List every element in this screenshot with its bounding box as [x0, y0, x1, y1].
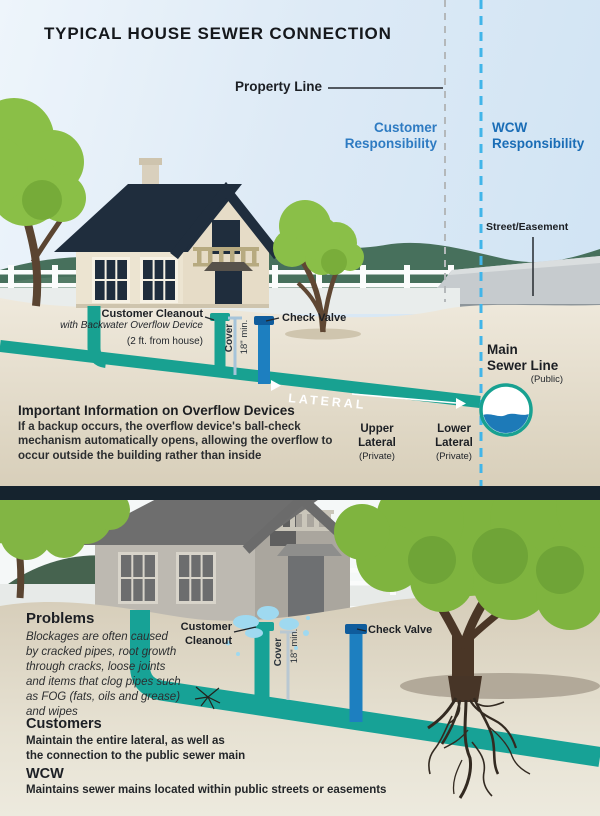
house-top [54, 158, 282, 308]
cover-label: Cover [224, 323, 235, 353]
main-sewer-pipe [479, 383, 533, 437]
problems-heading: Problems [26, 610, 95, 627]
main-sewer-line1: Main [487, 342, 518, 357]
tree-canopy-shade [408, 528, 584, 594]
panel-divider [0, 486, 600, 500]
info-body: If a backup occurs, the overflow device'… [18, 421, 333, 462]
cover-label: Cover [273, 637, 284, 667]
lateral-pipe [130, 610, 600, 767]
customers-body: Maintain the entire lateral, as well as … [26, 735, 246, 763]
upper-lateral-name: Upper Lateral [358, 423, 396, 449]
cleanout-pointer [204, 316, 215, 321]
bottom-panel [0, 500, 600, 816]
main-sewer-note: (Public) [530, 373, 563, 385]
root-crown [448, 676, 482, 702]
wcw-responsibility-label: WCW Responsibility [492, 120, 585, 152]
cleanout-pointer [233, 626, 257, 633]
pointer-lines-bottom [233, 626, 367, 633]
window [92, 257, 130, 303]
street-easement-label: Street/Easement [486, 221, 569, 233]
crack-icon [194, 686, 221, 710]
flow-arrow-icon [271, 380, 281, 391]
pipes-bottom [130, 606, 600, 767]
tree-shadow [400, 673, 600, 699]
awning [277, 544, 342, 556]
check-valve-pointer [265, 317, 280, 322]
tree-roots [427, 697, 531, 799]
tree-right [273, 200, 364, 340]
house-drain-pipe [87, 306, 108, 368]
check-valve-label: Check Valve [368, 624, 433, 636]
problems-body: Blockages are often caused by cracked pi… [26, 631, 181, 718]
flow-arrow-icon [456, 398, 466, 409]
customer-cleanout-label: Customer Cleanout with Backwater Overflo… [53, 308, 203, 347]
check-valve-cap [254, 316, 274, 325]
check-valve-cap [345, 624, 367, 634]
pipes-top: LATERAL [0, 306, 481, 412]
main-sewer-line2: Sewer Line [487, 357, 559, 373]
house-bottom [68, 500, 362, 643]
pointer-lines-top [204, 87, 534, 322]
customer-cleanout-note: (2 ft. from house) [126, 335, 203, 347]
wcw-body: Maintains sewer mains located within pub… [26, 784, 387, 796]
roof [68, 500, 318, 545]
depth-label: 18" min. [289, 628, 300, 664]
gable-roof [170, 181, 282, 260]
top-panel: LATERAL TYPICAL HOUSE SEWER CONNECTION P… [0, 0, 600, 486]
tree-left [0, 98, 86, 307]
page-title: TYPICAL HOUSE SEWER CONNECTION [44, 24, 392, 43]
main-sewer-label: Main Sewer Line (Public) [487, 342, 567, 385]
wcw-heading: WCW [26, 766, 64, 782]
customers-heading: Customers [26, 716, 102, 732]
info-heading: Important Information on Overflow Device… [18, 403, 295, 418]
window [140, 257, 178, 303]
top-scene: LATERAL [0, 0, 600, 486]
customer-responsibility-label: Customer Responsibility [344, 120, 437, 152]
bottom-scene [0, 500, 600, 816]
overflow-splash [225, 606, 310, 656]
door [215, 271, 242, 306]
upper-lateral-label: Upper Lateral (Private) [337, 423, 417, 462]
lateral-pipe [0, 340, 481, 408]
check-valve-label: Check Valve [282, 312, 347, 324]
property-line-label: Property Line [234, 79, 322, 94]
lower-lateral-name: Lower Lateral [435, 423, 473, 449]
lower-lateral-label: Lower Lateral (Private) [414, 423, 494, 462]
depth-label: 18" min. [239, 319, 250, 355]
customer-cleanout-subtitle: with Backwater Overflow Device [60, 320, 203, 331]
ground [0, 298, 600, 486]
cleanout-cap [210, 313, 230, 321]
customer-cleanout-label: Customer Cleanout [180, 621, 232, 647]
tree-right-bottom [334, 500, 600, 799]
customer-cleanout-title: Customer Cleanout [101, 308, 203, 320]
awning [204, 262, 253, 271]
window [118, 552, 158, 604]
tree-left-bottom [0, 500, 130, 599]
check-valve-pointer [356, 628, 367, 632]
lower-lateral-note: (Private) [436, 450, 472, 462]
upper-lateral-note: (Private) [359, 450, 395, 462]
window [176, 552, 216, 604]
